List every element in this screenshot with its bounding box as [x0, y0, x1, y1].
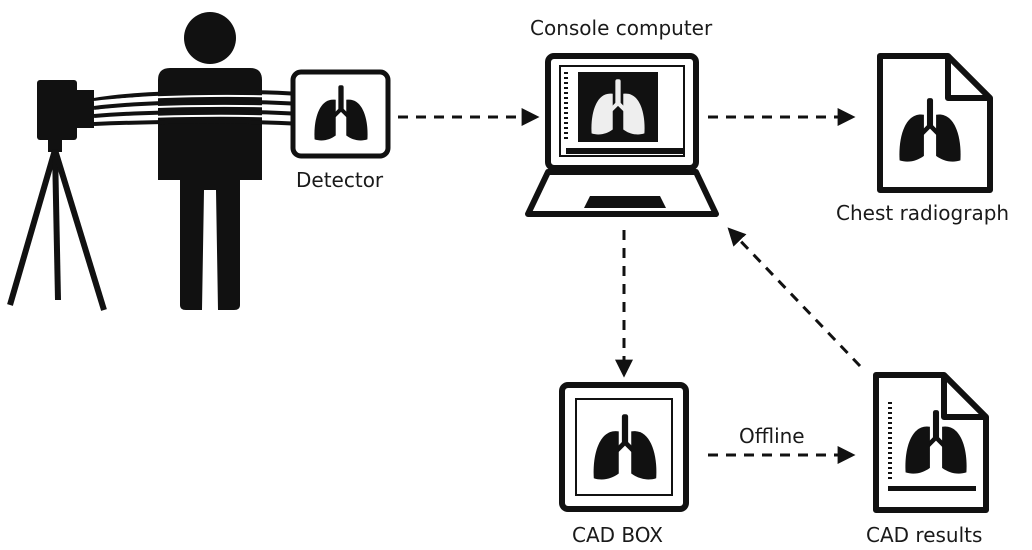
cad-results-label: CAD results — [866, 523, 983, 547]
offline-label: Offline — [739, 424, 805, 448]
person-icon — [158, 12, 262, 310]
chest-radiograph-label: Chest radiograph — [836, 201, 1010, 225]
flow-arrows — [398, 108, 862, 464]
arrow-results-to-console — [727, 227, 862, 368]
camera-tripod-icon — [7, 80, 107, 311]
console-computer-label: Console computer — [530, 16, 713, 40]
cad-box-label: CAD BOX — [572, 523, 663, 547]
xray-beams — [93, 90, 301, 126]
detector-panel-icon — [290, 69, 391, 159]
document-lungs-icon — [877, 53, 993, 193]
laptop-icon — [525, 53, 719, 217]
cad-box-icon — [559, 382, 689, 512]
detector-label: Detector — [296, 168, 384, 192]
cad-results-document-icon — [873, 372, 989, 513]
